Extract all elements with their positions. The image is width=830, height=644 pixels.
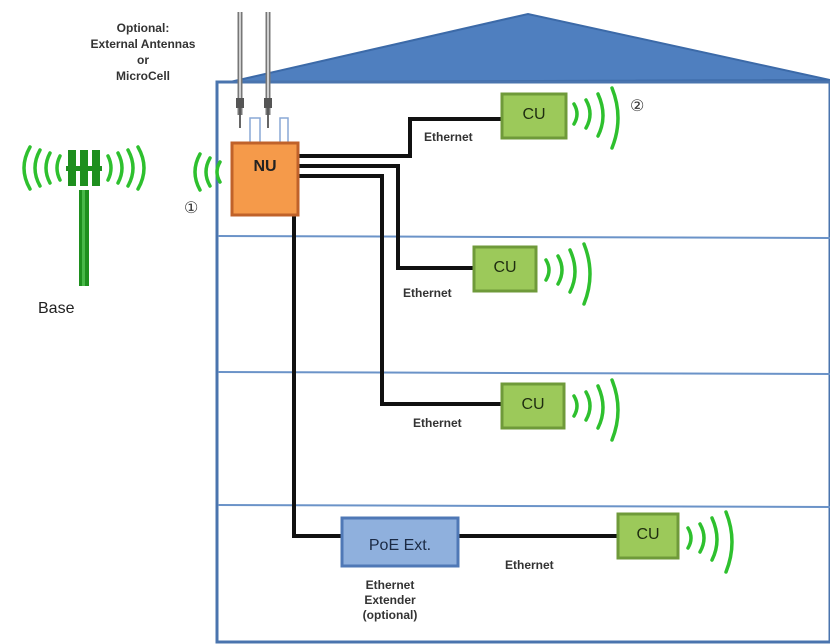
base-signal-waves-left [22,145,62,191]
base-tower-icon [66,150,102,286]
cable-to-cu-2 [296,164,474,270]
cu-box [500,382,566,430]
marker-two: ② [630,98,645,115]
extender-label-line2: Extender [364,593,416,607]
antenna-label-line1: Optional: [116,21,170,35]
cu-box [500,92,568,140]
cu-signal-waves [572,86,620,150]
antenna-label-line4: MicroCell [115,69,170,83]
cable-to-poe [292,214,342,538]
cu-box [616,512,680,560]
cu-signal-waves [544,242,592,306]
base-signal-waves-right [106,145,146,191]
antenna-label-line2: External Antennas [90,37,196,51]
building-roof [229,12,830,83]
ethernet-label: Ethernet [413,416,462,430]
antenna-lead [279,117,289,142]
marker-one: ① [184,200,199,217]
ethernet-label: Ethernet [424,130,473,144]
cu-label: CU [636,526,660,543]
cu-label: CU [522,106,546,123]
external-antenna [236,12,244,128]
cu-box [472,245,538,293]
cable-to-cu-1 [296,117,502,158]
ethernet-label: Ethernet [403,286,452,300]
ethernet-label: Ethernet [505,558,554,572]
floor-line [217,235,830,239]
antenna-label-line3: or [137,53,149,67]
poe-extender-box [340,516,460,568]
cu-signal-waves [686,510,734,574]
extender-label: Ethernet Extender (optional) [360,578,420,623]
nu-box [230,141,300,217]
external-antenna [264,12,272,128]
antenna-label: Optional: External Antennas or MicroCell [78,20,208,84]
cu-label: CU [493,259,517,276]
floor-line [217,504,830,508]
ethernet-cables [292,117,618,538]
nu-label: NU [253,158,277,175]
nu-signal-waves [193,152,222,192]
cable-to-cu-3 [296,174,502,406]
floor-line [217,371,830,375]
base-label: Base [38,300,75,317]
extender-label-line3: (optional) [362,608,418,622]
cu-signal-waves [572,378,620,442]
poe-extender-label: PoE Ext. [368,537,432,554]
antenna-lead [249,117,261,142]
extender-label-line1: Ethernet [365,578,415,592]
cu-label: CU [521,396,545,413]
